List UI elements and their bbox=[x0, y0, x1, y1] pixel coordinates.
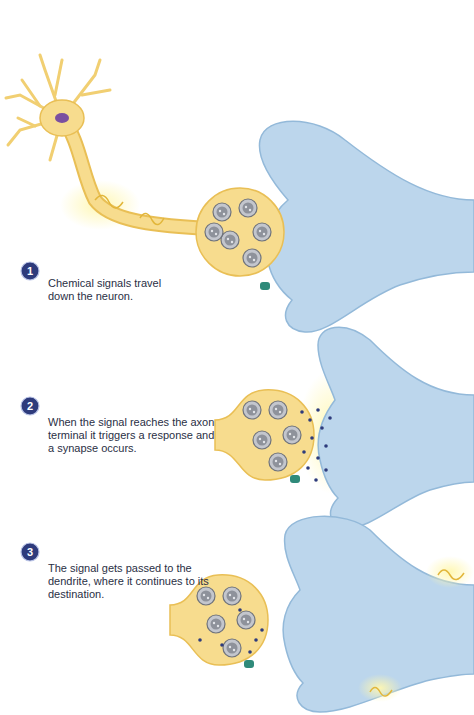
callout-number: 1 bbox=[20, 265, 40, 277]
step-description: When the signal reaches the axon termina… bbox=[48, 416, 223, 455]
callout-number: 2 bbox=[20, 400, 40, 412]
step-description: Chemical signals travel down the neuron. bbox=[48, 277, 188, 303]
step-circle: 3 bbox=[20, 542, 40, 562]
step-circle: 2 bbox=[20, 396, 40, 416]
step-description: The signal gets passed to the dendrite, … bbox=[48, 562, 223, 601]
step-circle: 1 bbox=[20, 261, 40, 281]
callout-number: 3 bbox=[20, 546, 40, 558]
